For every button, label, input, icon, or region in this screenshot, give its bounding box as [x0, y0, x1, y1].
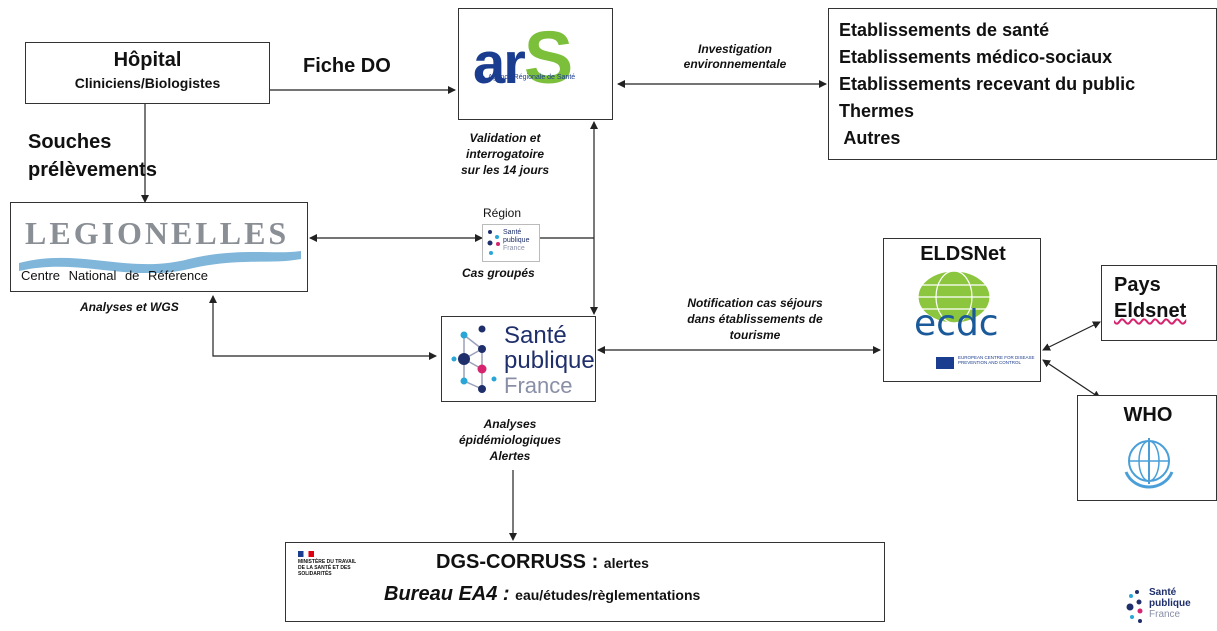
- spf-center-line2: publique: [504, 347, 595, 374]
- spf-center-box: Santé publique France: [441, 316, 596, 402]
- globe-icon: [917, 270, 991, 324]
- corner-spf-logo: Santé publique France: [1125, 585, 1205, 627]
- hospital-box: Hôpital Cliniciens/Biologistes: [25, 42, 270, 104]
- arrow-legionelles-spf: [209, 295, 437, 360]
- ministere-text: MINISTÈRE DU TRAVAIL DE LA SANTÉ ET DES …: [298, 559, 357, 577]
- arrow-eldsnet-who: [1042, 359, 1101, 399]
- bureau-ea4-scope: eau/études/règlementations: [515, 587, 701, 603]
- legionelles-subtitle: Centre National de Référence: [21, 268, 208, 283]
- notification-line1: Notification cas séjours: [687, 296, 823, 310]
- souches-label: Souches prélèvements: [28, 128, 157, 184]
- pays-line1: Pays: [1114, 274, 1161, 296]
- corner-spf-text: Santé publique France: [1149, 587, 1191, 620]
- ars-tagline: Agence Régionale de Santé: [488, 74, 576, 81]
- corner-spf-line2: publique: [1149, 598, 1191, 609]
- analyses-epi-label: Analyses épidémiologiques Alertes: [430, 416, 590, 464]
- analyses-wgs-label: Analyses et WGS: [80, 300, 179, 314]
- who-emblem-icon: [1124, 438, 1174, 489]
- notification-label: Notification cas séjours dans établissem…: [655, 295, 855, 343]
- region-logo: Santé publique France: [482, 224, 540, 262]
- analyses-epi-line2: épidémiologiques: [458, 433, 561, 447]
- establishment-item: Thermes: [839, 101, 915, 121]
- investigation-label: Investigation environnementale: [660, 42, 810, 72]
- who-box: WHO: [1077, 395, 1217, 501]
- who-title: WHO: [1123, 404, 1173, 426]
- notification-line2: dans établissements de: [687, 312, 823, 326]
- region-logo-line3: France: [503, 245, 525, 252]
- spf-dots-icon: [487, 230, 500, 255]
- dgs-line1: DGS-CORRUSS : alertes: [436, 551, 649, 574]
- dgs-alertes-label: alertes: [603, 555, 649, 571]
- validation-line2: interrogatoire: [465, 147, 544, 161]
- validation-line3: sur les 14 jours: [460, 163, 550, 177]
- establishment-item: Etablissements de santé: [839, 20, 1050, 40]
- eu-flag-icon: [936, 357, 954, 369]
- ecdc-logo: ecdc: [914, 303, 999, 344]
- validation-label: Validation et interrogatoire sur les 14 …: [420, 130, 590, 178]
- dgs-corruss-label: DGS-CORRUSS :: [436, 551, 604, 573]
- wave-icon: [19, 251, 301, 273]
- spf-center-line3: France: [504, 373, 573, 398]
- analyses-epi-line3: Alertes: [489, 449, 531, 463]
- dgs-line2: Bureau EA4 : eau/études/règlementations: [384, 583, 700, 606]
- legionelles-title: LEGIONELLES: [25, 215, 290, 251]
- establishment-item: Etablissements médico-sociaux: [839, 47, 1113, 67]
- region-label: Région: [483, 206, 522, 220]
- cas-groupes-label: Cas groupés: [462, 266, 535, 280]
- fiche-do-label: Fiche DO: [303, 55, 391, 77]
- hospital-title: Hôpital: [113, 49, 182, 71]
- ars-dot-icon: [478, 75, 485, 82]
- marianne-icon: [298, 551, 314, 557]
- region-logo-line2: publique: [503, 237, 530, 244]
- ecdc-eu-text: EUROPEAN CENTRE FOR DISEASE PREVENTION A…: [958, 355, 1035, 365]
- spf-center-text: Santé publique France: [504, 323, 595, 398]
- establishment-item: Etablissements recevant du public: [839, 74, 1136, 94]
- ars-logo: arS: [473, 15, 573, 100]
- eldsnet-box: ELDSNet ecdc EUROPEAN CENTRE FOR DISEASE…: [883, 238, 1041, 382]
- spf-center-line1: Santé: [504, 322, 567, 349]
- corner-spf-line3: France: [1149, 609, 1181, 620]
- arrow-eldsnet-pays: [1042, 321, 1101, 351]
- notification-line3: tourisme: [729, 328, 781, 342]
- ars-logo-ar: ar: [473, 31, 526, 96]
- souches-line1: Souches: [28, 131, 112, 153]
- ars-box: arS Agence Régionale de Santé: [458, 8, 613, 120]
- pays-line2: Eldsnet: [1114, 300, 1187, 322]
- analyses-epi-line1: Analyses: [483, 417, 537, 431]
- pays-box: Pays Eldsnet: [1101, 265, 1217, 341]
- hospital-subtitle: Cliniciens/Biologistes: [74, 75, 221, 91]
- ars-logo-s: S: [523, 16, 574, 99]
- investigation-line2: environnementale: [683, 57, 787, 71]
- souches-line2: prélèvements: [28, 159, 157, 181]
- corner-spf-dots-icon: [1126, 590, 1143, 623]
- establishment-item: Autres: [839, 128, 901, 148]
- region-logo-line1: Santé: [503, 229, 522, 236]
- region-logo-text: Santé publique France: [503, 229, 529, 253]
- validation-line1: Validation et: [469, 131, 541, 145]
- legionelles-box: LEGIONELLES Centre National de Référence: [10, 202, 308, 292]
- bureau-ea4-label: Bureau EA4 :: [384, 583, 516, 605]
- spf-network-icon: [451, 325, 497, 393]
- establishments-box: Etablissements de santé Etablissements m…: [828, 8, 1217, 160]
- dgs-box: MINISTÈRE DU TRAVAIL DE LA SANTÉ ET DES …: [285, 542, 885, 622]
- corner-spf-line1: Santé: [1149, 587, 1177, 598]
- eldsnet-title: ELDSNet: [920, 243, 1006, 265]
- investigation-line1: Investigation: [697, 42, 772, 56]
